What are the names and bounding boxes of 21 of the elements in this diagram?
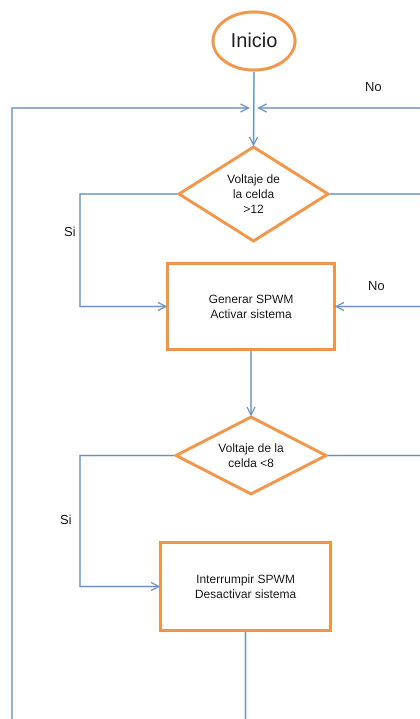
node-label: Inicio (230, 28, 278, 54)
connector-arrow (258, 103, 420, 113)
decision-diamond (177, 145, 330, 243)
connector-arrow (11, 103, 250, 719)
node-label: Generar SPWM Activar sistema (208, 292, 294, 322)
process-box (159, 541, 332, 632)
connector-arrow (79, 193, 177, 312)
edge-label: No (363, 80, 384, 93)
node-label: Voltaje de la celda <8 (217, 440, 285, 470)
node-label: Voltaje de la celda >12 (226, 172, 281, 216)
start-terminal (211, 10, 297, 72)
edge-label: Si (62, 225, 78, 238)
edge-label: No (366, 279, 387, 292)
decision-diamond (174, 415, 328, 496)
connector-arrow (248, 72, 258, 146)
edge-label: Si (58, 513, 74, 526)
process-box (166, 262, 336, 351)
connector-arrow (246, 351, 256, 416)
connector-arrow (79, 454, 174, 592)
connector-arrow (335, 302, 420, 312)
node-label: Interrumpir SPWM Desactivar sistema (194, 572, 298, 602)
